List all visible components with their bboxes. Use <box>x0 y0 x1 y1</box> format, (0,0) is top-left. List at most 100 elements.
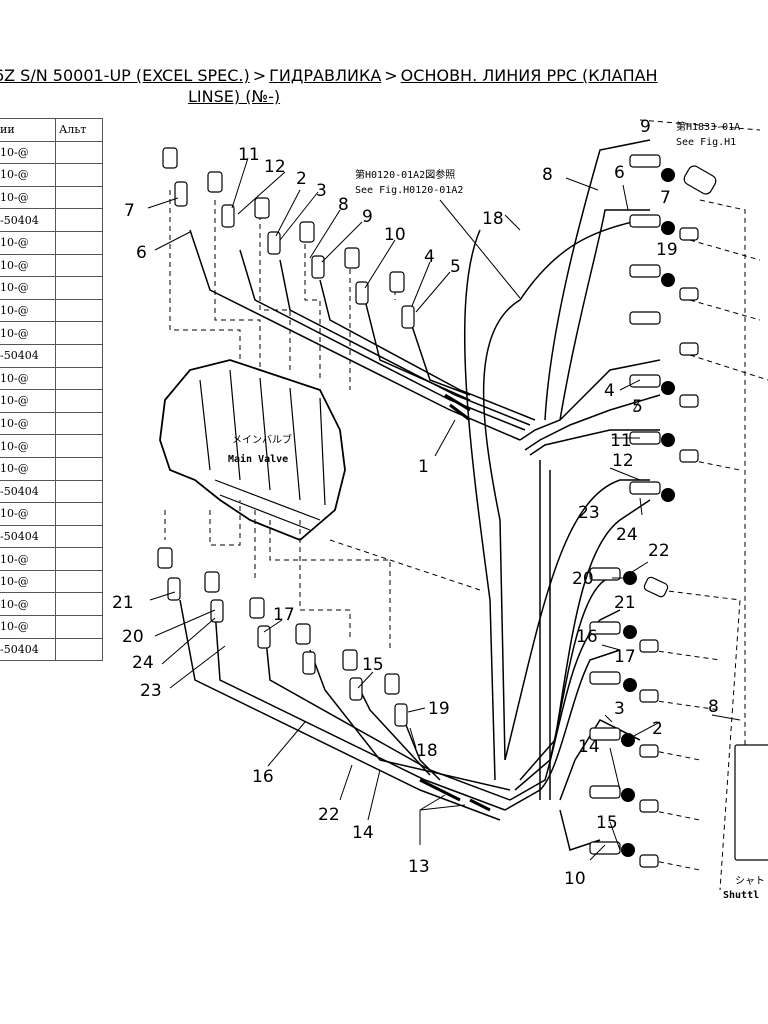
table-cell-part: 10-@ <box>0 592 56 617</box>
breadcrumb-link-ppc-line[interactable]: ОСНОВН. ЛИНИЯ PPC (КЛАПАН <box>400 66 658 85</box>
callout-label: 23 <box>578 503 600 523</box>
table-row: 10-@ <box>0 366 103 391</box>
table-row: 10-@ <box>0 185 103 210</box>
callout-label: 17 <box>614 647 636 667</box>
main-valve-jp: メインバルブ <box>232 433 292 446</box>
table-row: 10-@ <box>0 411 103 436</box>
table-row: 10-@ <box>0 276 103 300</box>
table-row: 10-@ <box>0 592 103 617</box>
breadcrumb-link-hydraulics[interactable]: ГИДРАВЛИКА <box>269 66 382 85</box>
callout-label: 11 <box>238 145 260 165</box>
table-row: 10-@ <box>0 547 103 571</box>
table-cell-part: 10-@ <box>0 253 56 278</box>
table-row: -50404 <box>0 343 103 368</box>
table-cell-part: 10-@ <box>0 366 56 391</box>
table-cell-alt <box>55 185 103 210</box>
table-row: 10-@ <box>0 434 103 458</box>
table-header-row: ии Альт <box>0 118 103 142</box>
shuttle-jp: シャト <box>735 876 765 887</box>
callout-label: 14 <box>352 823 374 843</box>
table-cell-part: 10-@ <box>0 502 56 526</box>
table-cell-alt <box>55 524 103 549</box>
table-row: 10-@ <box>0 253 103 278</box>
breadcrumb-link-ppc-line-cont[interactable]: LINSE) (№-) <box>188 87 281 106</box>
callout-label: 2 <box>296 169 307 189</box>
callout-label: 8 <box>542 165 553 185</box>
shuttle-en: Shuttl <box>723 890 759 901</box>
callout-label: 3 <box>316 181 327 201</box>
callout-label: 8 <box>338 195 349 215</box>
table-cell-part: -50404 <box>0 208 56 232</box>
table-cell-part: 10-@ <box>0 456 56 481</box>
table-row: 10-@ <box>0 140 103 165</box>
callout-label: 3 <box>614 699 625 719</box>
table-row: -50404 <box>0 208 103 232</box>
column-header-part: ии <box>0 118 56 142</box>
callout-label: 20 <box>122 627 144 647</box>
table-row: 10-@ <box>0 230 103 255</box>
table-cell-alt <box>55 637 103 662</box>
table-row: 10-@ <box>0 615 103 639</box>
table-row: 10-@ <box>0 298 103 323</box>
table-row: 10-@ <box>0 389 103 413</box>
table-row: 10-@ <box>0 163 103 187</box>
callout-label: 6 <box>136 243 147 263</box>
table-cell-part: -50404 <box>0 479 56 504</box>
callout-label: 2 <box>652 719 663 739</box>
table-row: -50404 <box>0 524 103 549</box>
callout-label: 19 <box>656 240 678 260</box>
callout-label: 4 <box>604 381 615 401</box>
table-cell-part: 10-@ <box>0 321 56 345</box>
table-cell-alt <box>55 456 103 481</box>
table-cell-alt <box>55 343 103 368</box>
ref-en-2: See Fig.H1 <box>676 137 736 148</box>
table-cell-part: 10-@ <box>0 230 56 255</box>
callout-label: 1 <box>418 457 429 477</box>
callout-label: 4 <box>424 247 435 267</box>
main-valve-en: Main Valve <box>228 453 288 465</box>
callout-label: 9 <box>362 207 373 227</box>
table-cell-alt <box>55 366 103 391</box>
hydraulic-diagram: 第H0120-01A2図参照 See Fig.H0120-01A2 第H1833… <box>112 117 768 901</box>
callout-label: 5 <box>632 397 643 417</box>
ref-jp-2: 第H1833-01A <box>676 120 740 133</box>
callout-label: 13 <box>408 857 430 877</box>
table-row: 10-@ <box>0 569 103 594</box>
breadcrumb-separator: > <box>384 66 398 85</box>
table-row: 10-@ <box>0 502 103 526</box>
table-cell-part: -50404 <box>0 637 56 662</box>
table-row: 10-@ <box>0 321 103 345</box>
callout-label: 14 <box>578 737 600 757</box>
table-cell-alt <box>55 411 103 436</box>
callout-label: 9 <box>640 117 651 137</box>
table-cell-part: 10-@ <box>0 185 56 210</box>
table-cell-alt <box>55 389 103 413</box>
table-cell-part: -50404 <box>0 524 56 549</box>
ref-en-1: See Fig.H0120-01A2 <box>355 185 463 196</box>
table-cell-part: 10-@ <box>0 434 56 458</box>
table-cell-alt <box>55 230 103 255</box>
callout-label: 11 <box>610 431 632 451</box>
table-cell-alt <box>55 140 103 165</box>
table-cell-part: 10-@ <box>0 569 56 594</box>
table-cell-alt <box>55 253 103 278</box>
callout-label: 16 <box>576 627 598 647</box>
table-cell-alt <box>55 592 103 617</box>
table-cell-alt <box>55 163 103 187</box>
callout-label: 6 <box>614 163 625 183</box>
callout-label: 10 <box>564 869 586 889</box>
callout-label: 15 <box>362 655 384 675</box>
table-cell-alt <box>55 547 103 571</box>
breadcrumb-link-model[interactable]: 0-6Z S/N 50001-UP (EXCEL SPEC.) <box>0 66 250 85</box>
callout-label: 12 <box>612 451 634 471</box>
callout-label: 16 <box>252 767 274 787</box>
table-cell-part: 10-@ <box>0 411 56 436</box>
callout-label: 23 <box>140 681 162 701</box>
callout-label: 7 <box>124 201 135 221</box>
table-cell-alt <box>55 479 103 504</box>
callout-label: 22 <box>318 805 340 825</box>
callout-label: 20 <box>572 569 594 589</box>
table-cell-part: 10-@ <box>0 547 56 571</box>
table-cell-alt <box>55 321 103 345</box>
table-cell-alt <box>55 615 103 639</box>
